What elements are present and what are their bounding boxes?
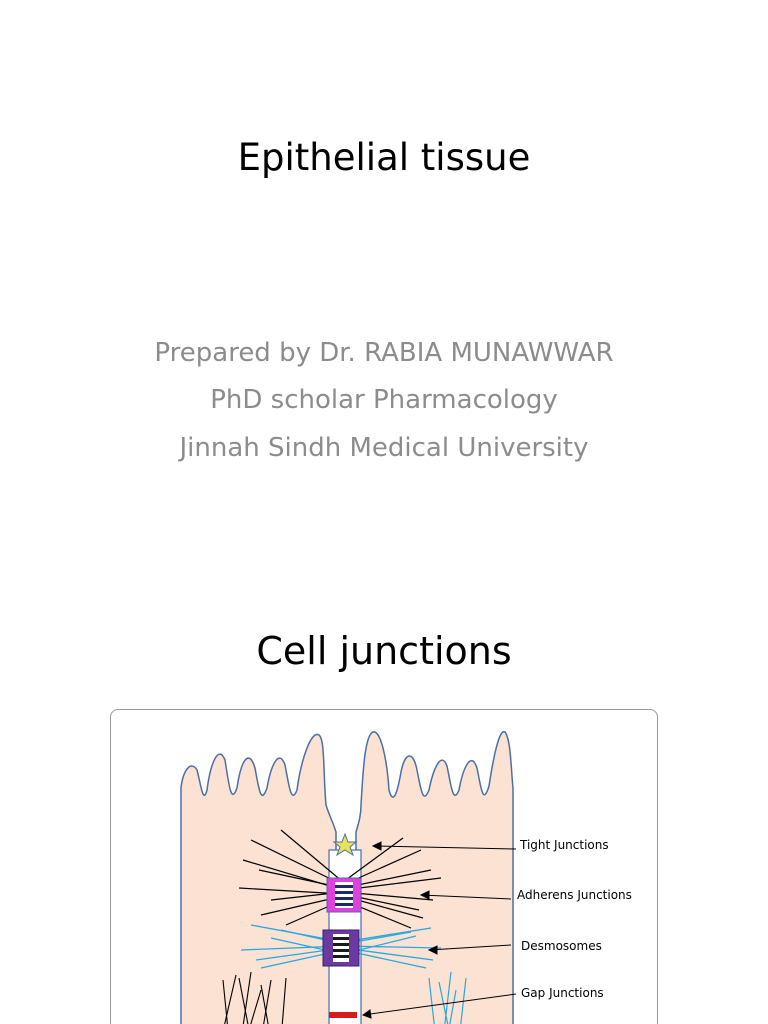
label-adherens-junctions: Adherens Junctions: [517, 888, 632, 902]
label-gap-junctions: Gap Junctions: [521, 986, 604, 1000]
lower-filaments: [222, 971, 287, 1024]
subtitle-author: Prepared by Dr. RABIA MUNAWWAR: [154, 338, 614, 368]
subtitle-position: PhD scholar Pharmacology: [210, 385, 558, 415]
gap-junction: [329, 1012, 357, 1018]
label-desmosomes: Desmosomes: [521, 939, 602, 953]
tight-junction: [332, 832, 358, 857]
right-cell: [355, 731, 514, 1024]
slide-title: Epithelial tissue: [237, 136, 531, 179]
subtitle-institution: Jinnah Sindh Medical University: [179, 433, 589, 463]
lower-blue-filaments: [428, 971, 467, 1024]
cell-junctions-diagram: Tight Junctions Adherens Junctions Desmo…: [110, 709, 658, 1024]
label-tight-junctions: Tight Junctions: [519, 838, 609, 852]
left-cell: [180, 733, 337, 1024]
slide2-title: Cell junctions: [256, 629, 512, 673]
